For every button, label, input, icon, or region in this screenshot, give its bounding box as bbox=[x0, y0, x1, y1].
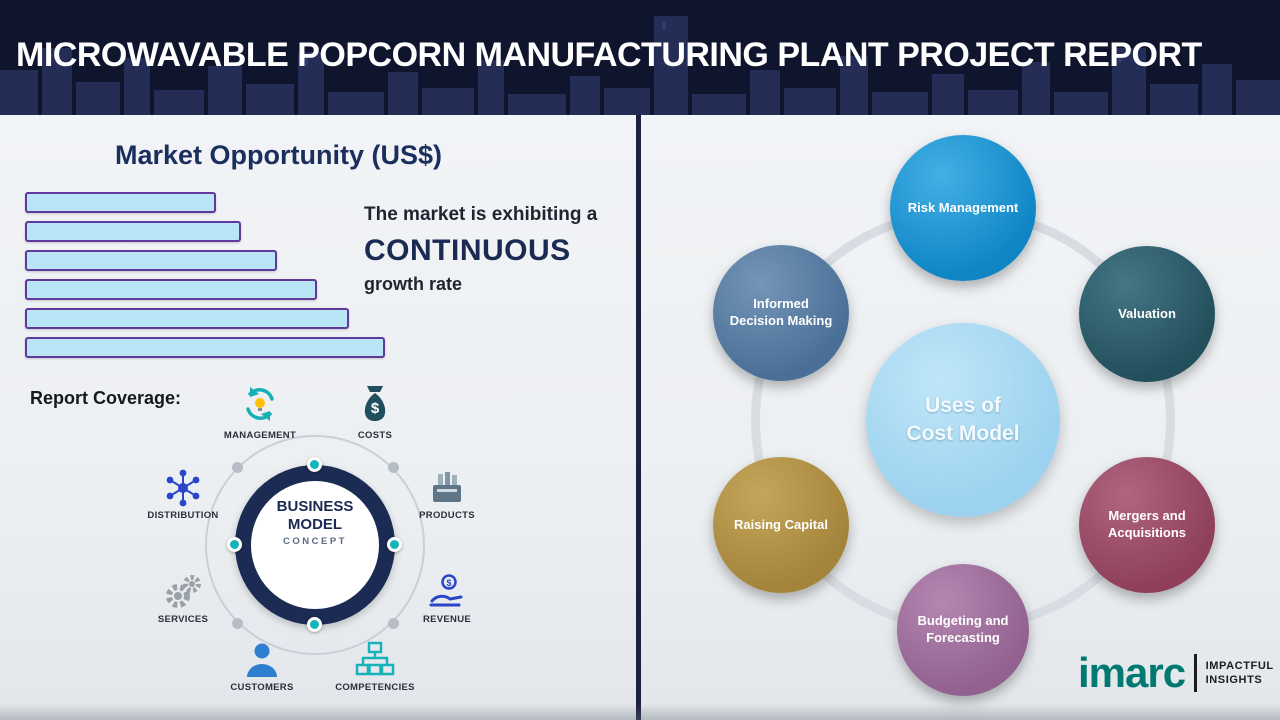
person-icon bbox=[247, 643, 277, 677]
imarc-logo: imarc IMPACTFUL INSIGHTS bbox=[1078, 652, 1274, 694]
gears-icon bbox=[166, 575, 201, 608]
node-label: Informed Decision Making bbox=[729, 296, 833, 328]
growth-text-line1: The market is exhibiting a bbox=[364, 204, 598, 225]
crate-icon bbox=[433, 472, 461, 502]
ring-node-left-icon bbox=[227, 537, 242, 552]
node-valuation: Valuation bbox=[1079, 246, 1215, 382]
network-icon bbox=[166, 469, 200, 507]
city-skyline-icon bbox=[0, 16, 1280, 115]
page-title: MICROWAVABLE POPCORN MANUFACTURING PLANT… bbox=[16, 36, 1202, 74]
node-label: Raising Capital bbox=[734, 516, 828, 532]
node-budgeting-and-forecasting: Budgeting and Forecasting bbox=[897, 564, 1029, 696]
outer-node-sw-icon bbox=[232, 618, 243, 629]
business-model-item-label: DISTRIBUTION bbox=[147, 510, 219, 521]
business-model-word1: BUSINESS bbox=[276, 498, 354, 515]
market-opportunity-title: Market Opportunity (US$) bbox=[115, 140, 443, 170]
center-divider bbox=[636, 115, 641, 720]
growth-annotation: The market is exhibiting a CONTINUOUS gr… bbox=[364, 204, 632, 295]
outer-node-se-icon bbox=[388, 618, 399, 629]
outer-node-ne-icon bbox=[388, 462, 399, 473]
business-model-center-label: BUSINESS MODEL CONCEPT bbox=[245, 498, 385, 547]
money-bag-icon: $ bbox=[364, 386, 386, 421]
node-raising-capital: Raising Capital bbox=[713, 457, 849, 593]
cost-model-center-line2: Cost Model bbox=[906, 422, 1020, 445]
business-model-item-label: REVENUE bbox=[422, 614, 472, 625]
ring-node-top-icon bbox=[307, 457, 322, 472]
business-model-word3: CONCEPT bbox=[283, 536, 347, 547]
node-label: Valuation bbox=[1118, 305, 1176, 321]
hand-coin-icon: $ bbox=[429, 574, 463, 607]
business-model-outer-circle bbox=[205, 435, 425, 655]
market-bar bbox=[25, 250, 277, 271]
business-model-item-label: PRODUCTS bbox=[419, 510, 475, 521]
market-bar bbox=[25, 337, 385, 358]
imarc-wordmark: imarc bbox=[1078, 649, 1186, 696]
svg-text:$: $ bbox=[446, 578, 451, 588]
market-bar bbox=[25, 279, 317, 300]
node-informed-decision-making: Informed Decision Making bbox=[713, 245, 849, 381]
org-chart-icon bbox=[355, 641, 395, 676]
logo-separator bbox=[1194, 654, 1197, 692]
growth-text-continuous: CONTINUOUS bbox=[364, 234, 571, 267]
node-label: Mergers and Acquisitions bbox=[1107, 508, 1186, 540]
cost-model-center-circle: Uses of Cost Model bbox=[866, 323, 1060, 517]
market-bar bbox=[25, 308, 349, 329]
node-mergers-and-acquisitions: Mergers and Acquisitions bbox=[1079, 457, 1215, 593]
business-model-item-label: COSTS bbox=[357, 430, 393, 441]
market-bars bbox=[25, 192, 385, 358]
outer-node-nw-icon bbox=[232, 462, 243, 473]
growth-text-line3: growth rate bbox=[364, 274, 463, 294]
cost-model-center-line1: Uses of bbox=[925, 393, 1001, 417]
node-label: Budgeting and Forecasting bbox=[917, 613, 1009, 645]
business-model-item-label: COMPETENCIES bbox=[335, 682, 415, 693]
imarc-tagline: IMPACTFUL INSIGHTS bbox=[1206, 660, 1274, 686]
svg-text:$: $ bbox=[371, 400, 380, 417]
market-bar bbox=[25, 221, 241, 242]
ring-node-right-icon bbox=[387, 537, 402, 552]
node-label: Risk Management bbox=[907, 199, 1019, 215]
business-model-item-label: CUSTOMERS bbox=[230, 682, 294, 693]
ring-node-bottom-icon bbox=[307, 617, 322, 632]
business-model-item-label: SERVICES bbox=[157, 614, 209, 625]
tagline-line2: INSIGHTS bbox=[1205, 674, 1263, 686]
node-risk-management: Risk Management bbox=[890, 135, 1036, 281]
tagline-line1: IMPACTFUL bbox=[1205, 660, 1274, 672]
report-coverage-label: Report Coverage: bbox=[30, 388, 182, 408]
market-bar bbox=[25, 192, 216, 213]
header: MICROWAVABLE POPCORN MANUFACTURING PLANT… bbox=[0, 0, 1280, 115]
business-model-word2: MODEL bbox=[287, 516, 343, 533]
recycle-bulb-icon bbox=[246, 387, 274, 421]
business-model-item-label: MANAGEMENT bbox=[223, 430, 297, 441]
